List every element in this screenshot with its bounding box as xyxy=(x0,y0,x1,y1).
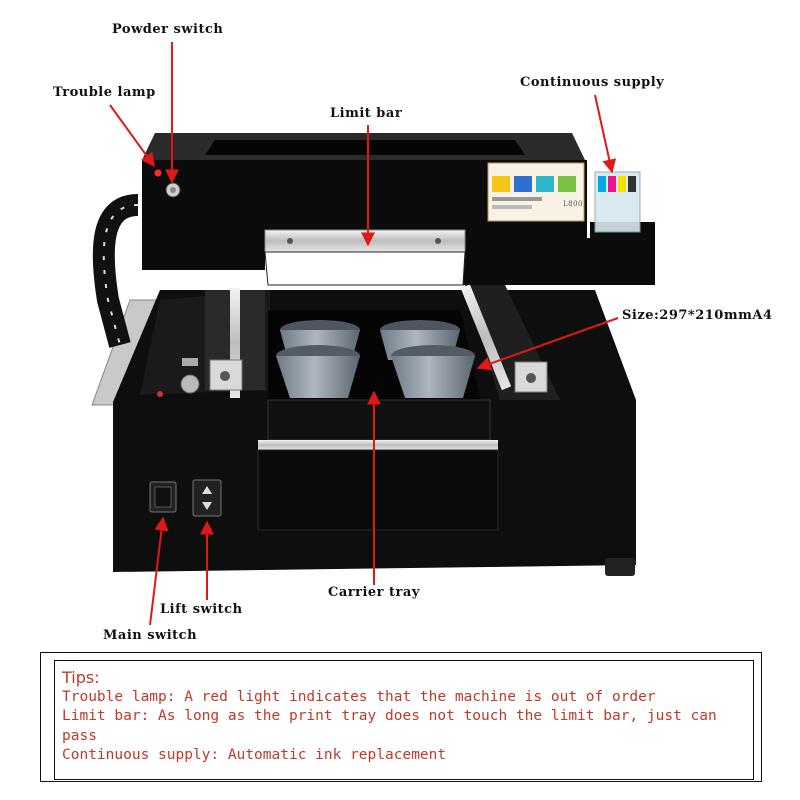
label-main-switch: Main switch xyxy=(103,628,198,643)
trouble-lamp-led xyxy=(154,169,162,177)
tips-title: Tips: xyxy=(62,668,100,687)
foot xyxy=(605,558,635,576)
left-guide-rail xyxy=(230,288,240,398)
tips-line-continuous-supply: Continuous supply: Automatic ink replace… xyxy=(62,747,447,763)
cable-chain xyxy=(92,194,140,348)
lift-switch-rocker xyxy=(192,479,222,517)
tips-frame-inner xyxy=(54,660,754,780)
callout-arrows xyxy=(109,42,619,626)
label-limit-bar: Limit bar xyxy=(330,106,403,121)
control-panel-sticker xyxy=(487,162,585,222)
label-powder-switch: Powder switch xyxy=(112,22,224,37)
label-carrier-tray: Carrier tray xyxy=(328,585,420,600)
tips-frame-outer xyxy=(40,652,762,782)
panel-model: L800 xyxy=(563,200,584,208)
label-size: Size:297*210mmA4 xyxy=(622,308,773,323)
label-lift-switch: Lift switch xyxy=(160,602,243,617)
cups xyxy=(276,320,475,398)
tips-line-trouble-lamp: Trouble lamp: A red light indicates that… xyxy=(62,688,656,705)
label-continuous-supply: Continuous supply xyxy=(520,75,665,90)
tips-line-limit-bar: Limit bar: As long as the print tray doe… xyxy=(62,708,726,744)
continuous-ink-tank xyxy=(590,171,655,285)
tray-front-bar xyxy=(258,440,498,450)
uv-printer-illustration xyxy=(91,42,655,626)
tips-panel: Tips: Trouble lamp: A red light indicate… xyxy=(62,668,752,766)
label-trouble-lamp: Trouble lamp xyxy=(53,85,156,100)
right-guide-rail xyxy=(460,284,512,391)
